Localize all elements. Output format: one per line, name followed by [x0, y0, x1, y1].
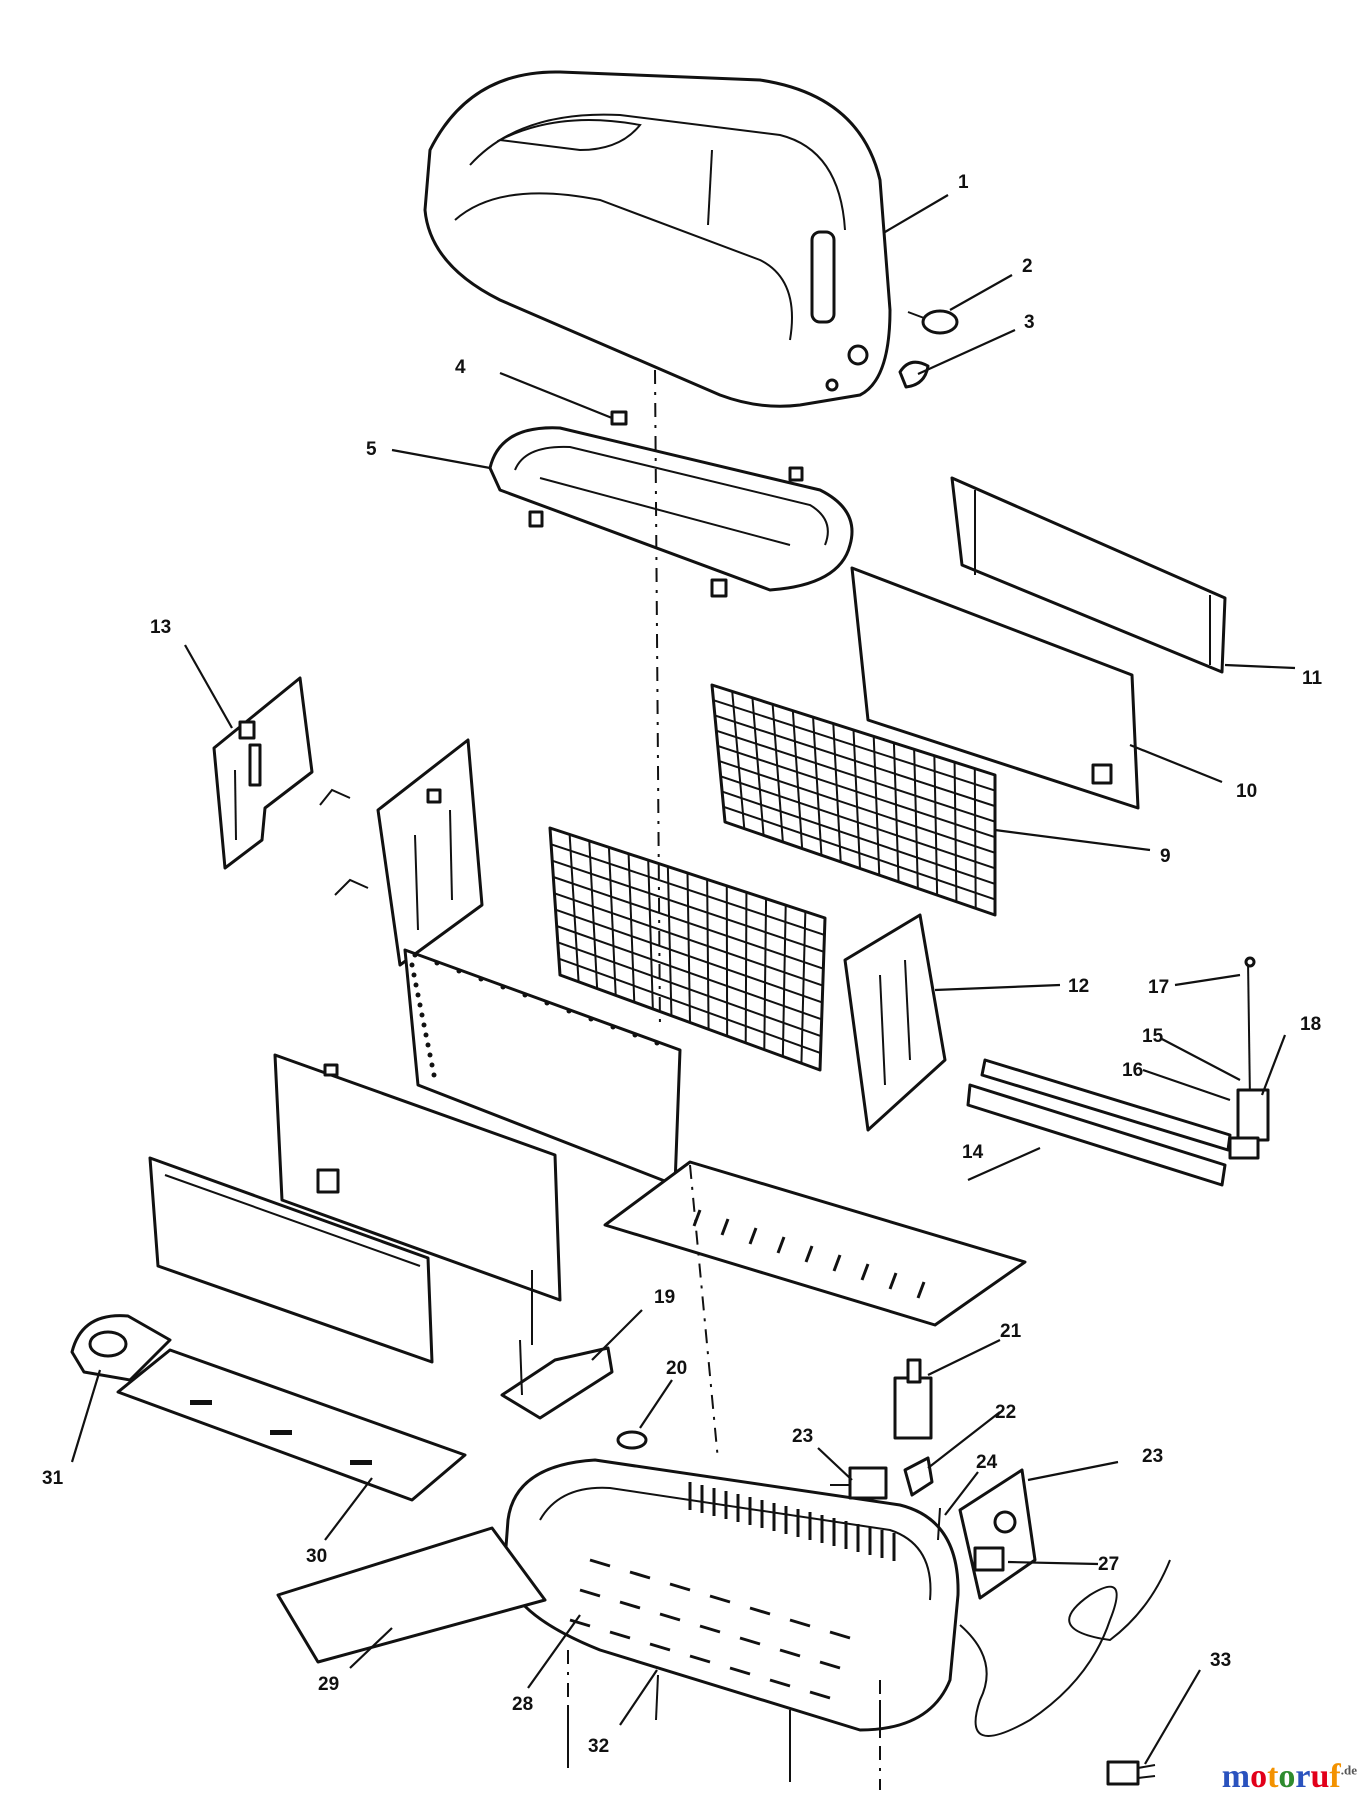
part-9-element-grid [710, 683, 997, 917]
callout-labels: 1 2 3 4 5 9 10 11 12 13 14 15 16 17 18 1… [42, 172, 1323, 1757]
watermark-letter: r [1295, 1758, 1311, 1795]
part-10-panel [850, 566, 1140, 810]
part-3-knob [898, 360, 930, 389]
part-21-timer [893, 1358, 933, 1440]
assembly-axes [567, 369, 881, 1790]
watermark-letter: o [1250, 1758, 1268, 1795]
clip-pieces [319, 788, 369, 896]
base-housing [503, 1458, 960, 1732]
part-11-panel [950, 476, 1227, 674]
part-14-carriage [966, 1058, 1232, 1187]
callout-23-board: 23 [1142, 1446, 1163, 1467]
watermark-letter: f [1329, 1758, 1341, 1795]
watermark-letter: o [1278, 1758, 1296, 1795]
watermark-letter: m [1221, 1758, 1251, 1795]
watermark-letter: t [1267, 1758, 1279, 1795]
part-24-screw [937, 1507, 941, 1541]
callout-14: 14 [962, 1142, 984, 1163]
part-2-knob [907, 309, 959, 335]
callout-18: 18 [1300, 1014, 1321, 1035]
callout-13: 13 [150, 617, 171, 638]
callout-2: 2 [1022, 256, 1033, 277]
callout-31: 31 [42, 1468, 64, 1489]
callout-24: 24 [976, 1452, 998, 1473]
part-1-housing [423, 70, 892, 408]
callout-19: 19 [654, 1287, 675, 1308]
callout-5: 5 [366, 439, 377, 460]
front-element-grid [548, 826, 827, 1072]
left-end-frame [376, 738, 484, 967]
callout-1: 1 [958, 172, 969, 193]
callout-28: 28 [512, 1694, 533, 1715]
part-19-bracket [500, 1270, 614, 1420]
callout-leaders [70, 194, 1296, 1765]
callout-12: 12 [1068, 976, 1089, 997]
callout-27: 27 [1098, 1554, 1119, 1575]
front-panel-outer [148, 1156, 434, 1364]
callout-16: 16 [1122, 1060, 1143, 1081]
callout-22: 22 [995, 1402, 1016, 1423]
base-plate [603, 1160, 1027, 1327]
watermark-logo: motoruf.de [1222, 1758, 1357, 1796]
part-23-board [958, 1468, 1037, 1600]
callout-32: 32 [588, 1736, 609, 1757]
part-27-clamp [973, 1546, 1005, 1572]
watermark-letter: u [1310, 1758, 1330, 1795]
part-17-rod [1244, 956, 1256, 1101]
callout-21: 21 [1000, 1321, 1022, 1342]
part-4-clip [610, 410, 628, 426]
callout-23-relay: 23 [792, 1426, 813, 1447]
callout-17: 17 [1148, 977, 1169, 998]
part-31-lever-end [70, 1314, 172, 1382]
callout-9: 9 [1160, 846, 1171, 867]
callout-20: 20 [666, 1358, 687, 1379]
part-20-washer [616, 1430, 648, 1450]
part-30-crumb-tray [116, 1348, 467, 1502]
callout-30: 30 [306, 1546, 327, 1567]
part-22-plate [903, 1456, 934, 1497]
part-23-relay [830, 1466, 888, 1500]
callout-29: 29 [318, 1674, 339, 1695]
callout-33: 33 [1210, 1650, 1231, 1671]
callout-15: 15 [1142, 1026, 1164, 1047]
front-panel-inner [273, 1053, 562, 1302]
part-5-top-bezel [488, 426, 854, 598]
watermark-tld: .de [1340, 1762, 1357, 1778]
callout-10: 10 [1236, 781, 1257, 802]
part-29-bottom-cover [276, 1526, 547, 1664]
callout-3: 3 [1024, 312, 1035, 333]
callout-11: 11 [1302, 668, 1323, 689]
part-12-end-frame [843, 913, 947, 1132]
part-18-switch [1228, 1088, 1270, 1160]
part-33-power-cord [959, 1559, 1171, 1786]
callout-4: 4 [455, 357, 466, 378]
part-13-end-plate [212, 676, 314, 870]
